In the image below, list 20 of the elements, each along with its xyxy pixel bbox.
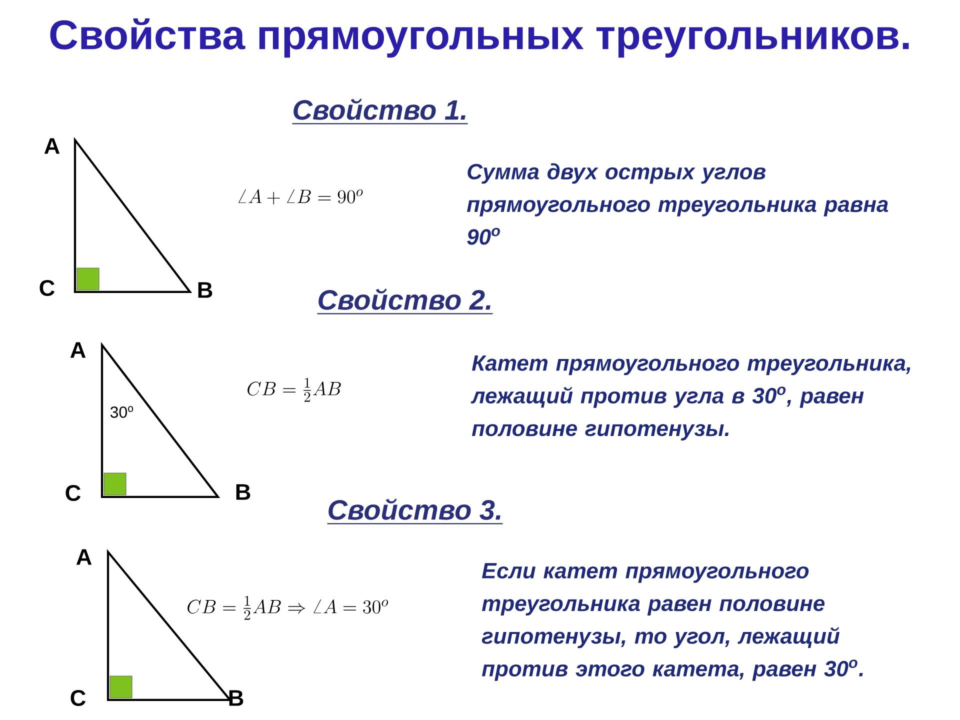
vertex-label: C	[70, 690, 86, 706]
vertex-label: A	[70, 342, 86, 358]
property-text: Если катет прямоугольного треугольника равен половине гипотенузы, то угол, лежащий против этого катета, равен 30$^{o}$.	[482, 563, 863, 681]
heading: Свойство 2.	[317, 288, 493, 314]
vertex-label: B	[229, 690, 244, 706]
heading: Свойство 1.	[292, 98, 468, 124]
vertex-label: A	[44, 138, 60, 154]
formula: $CB = \frac{1}{2} AB$	[248, 378, 341, 402]
vertex-label: A	[76, 549, 92, 565]
property-text: Сумма двух острых углов прямоугольного треугольника равна 90$^{o}$	[466, 163, 888, 245]
heading: Свойство 3.	[327, 498, 503, 524]
formula: $\angle A + \angle B = 90^{o}$	[238, 189, 363, 204]
formula: $CB = \frac{1}{2} AB \Rightarrow \angle A = 30^{o}$	[188, 596, 388, 620]
vertex-label: C	[40, 280, 55, 296]
title: Свойства прямоугольных треугольников.	[50, 18, 909, 58]
vertex-label: C	[66, 484, 81, 502]
vertex-label: B	[198, 282, 212, 298]
vertex-label: B	[236, 484, 250, 500]
property-text: Катет прямоугольного треугольника, лежащий против угла в 30$^{o}$, равен половине гипотенузы.	[470, 355, 910, 440]
angle-label: 30$^{o}$	[110, 406, 134, 418]
